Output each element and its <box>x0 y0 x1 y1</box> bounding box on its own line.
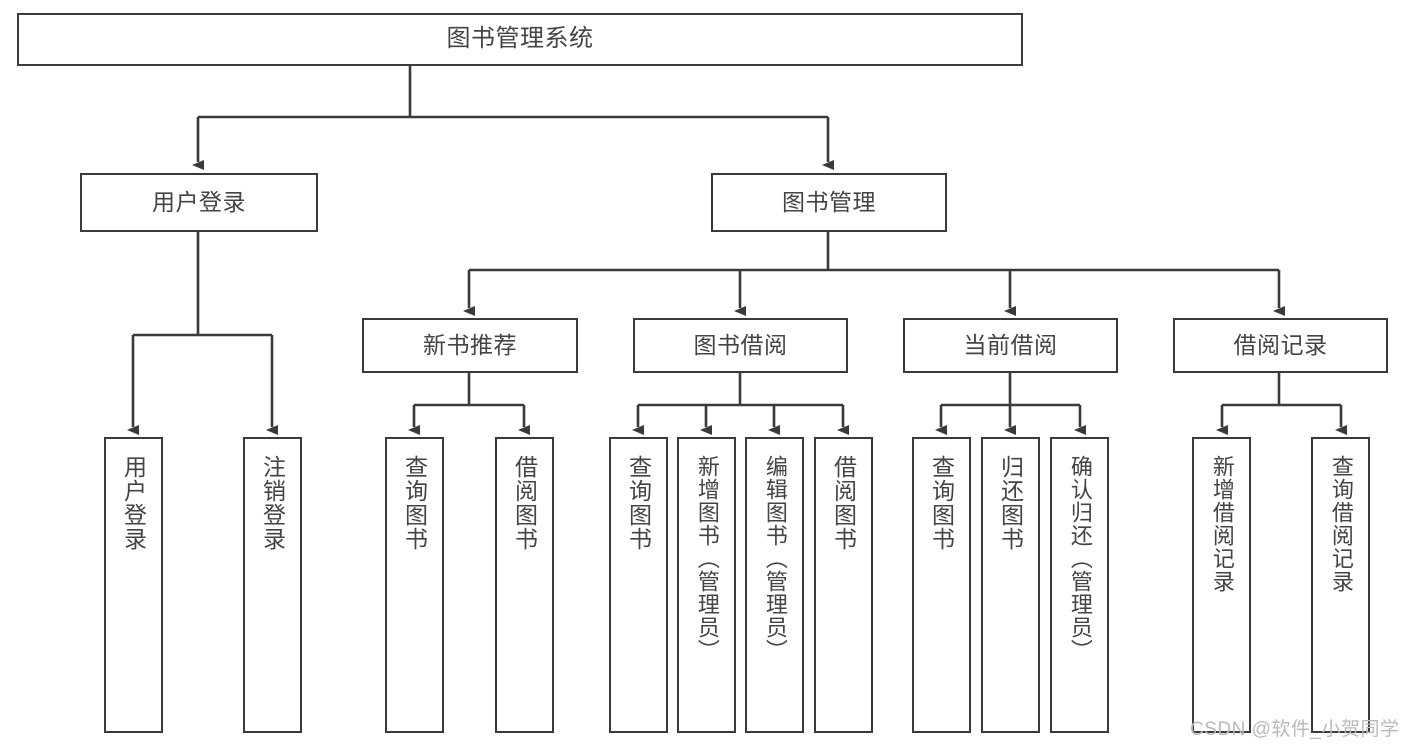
node-label: 新书推荐 <box>423 331 517 358</box>
node-leaf-query-book-borrow[interactable]: 查询图书 <box>609 437 668 733</box>
node-label: 借阅图书 <box>511 455 538 551</box>
node-borrow-record[interactable]: 借阅记录 <box>1173 318 1388 373</box>
node-label: 新增借阅记录 <box>1209 455 1235 593</box>
node-label: 查询图书 <box>401 455 428 551</box>
node-label: 图书借阅 <box>693 331 788 358</box>
node-user-login[interactable]: 用户登录 <box>80 173 318 232</box>
node-leaf-edit-book-admin[interactable]: 编辑图书（管理员） <box>745 437 804 733</box>
node-label: 编辑图书（管理员） <box>762 455 788 662</box>
node-leaf-query-borrow-record[interactable]: 查询借阅记录 <box>1311 437 1370 733</box>
node-label: 注销登录 <box>259 455 286 551</box>
node-label: 查询图书 <box>625 455 652 551</box>
node-new-book-recommend[interactable]: 新书推荐 <box>362 318 578 373</box>
node-current-borrow[interactable]: 当前借阅 <box>903 318 1118 373</box>
node-label: 图书管理系统 <box>446 25 594 53</box>
node-leaf-borrow-book-recommend[interactable]: 借阅图书 <box>495 437 554 733</box>
watermark: CSDN @软件_小贺同学 <box>1190 719 1400 740</box>
node-root-book-management-system[interactable]: 图书管理系统 <box>17 13 1023 66</box>
node-leaf-logout[interactable]: 注销登录 <box>243 437 302 733</box>
node-label: 当前借阅 <box>963 331 1058 358</box>
node-label: 新增图书（管理员） <box>694 455 720 662</box>
node-label: 用户登录 <box>120 455 147 551</box>
node-label: 借阅记录 <box>1233 331 1328 358</box>
node-leaf-confirm-return-admin[interactable]: 确认归还（管理员） <box>1050 437 1109 733</box>
node-leaf-add-book-admin[interactable]: 新增图书（管理员） <box>677 437 736 733</box>
node-label: 查询图书 <box>928 455 955 551</box>
node-label: 查询借阅记录 <box>1328 455 1354 593</box>
node-leaf-user-login[interactable]: 用户登录 <box>104 437 163 733</box>
node-label: 确认归还（管理员） <box>1067 455 1093 662</box>
node-book-management[interactable]: 图书管理 <box>711 173 947 232</box>
node-leaf-add-borrow-record[interactable]: 新增借阅记录 <box>1192 437 1251 733</box>
node-leaf-return-book[interactable]: 归还图书 <box>981 437 1040 733</box>
node-book-borrow[interactable]: 图书借阅 <box>633 318 848 373</box>
node-label: 借阅图书 <box>830 455 857 551</box>
node-leaf-query-book-recommend[interactable]: 查询图书 <box>385 437 444 733</box>
node-leaf-borrow-book[interactable]: 借阅图书 <box>814 437 873 733</box>
node-leaf-query-book-current[interactable]: 查询图书 <box>912 437 971 733</box>
node-label: 图书管理 <box>782 188 876 215</box>
node-label: 归还图书 <box>997 455 1024 551</box>
node-label: 用户登录 <box>152 188 246 215</box>
